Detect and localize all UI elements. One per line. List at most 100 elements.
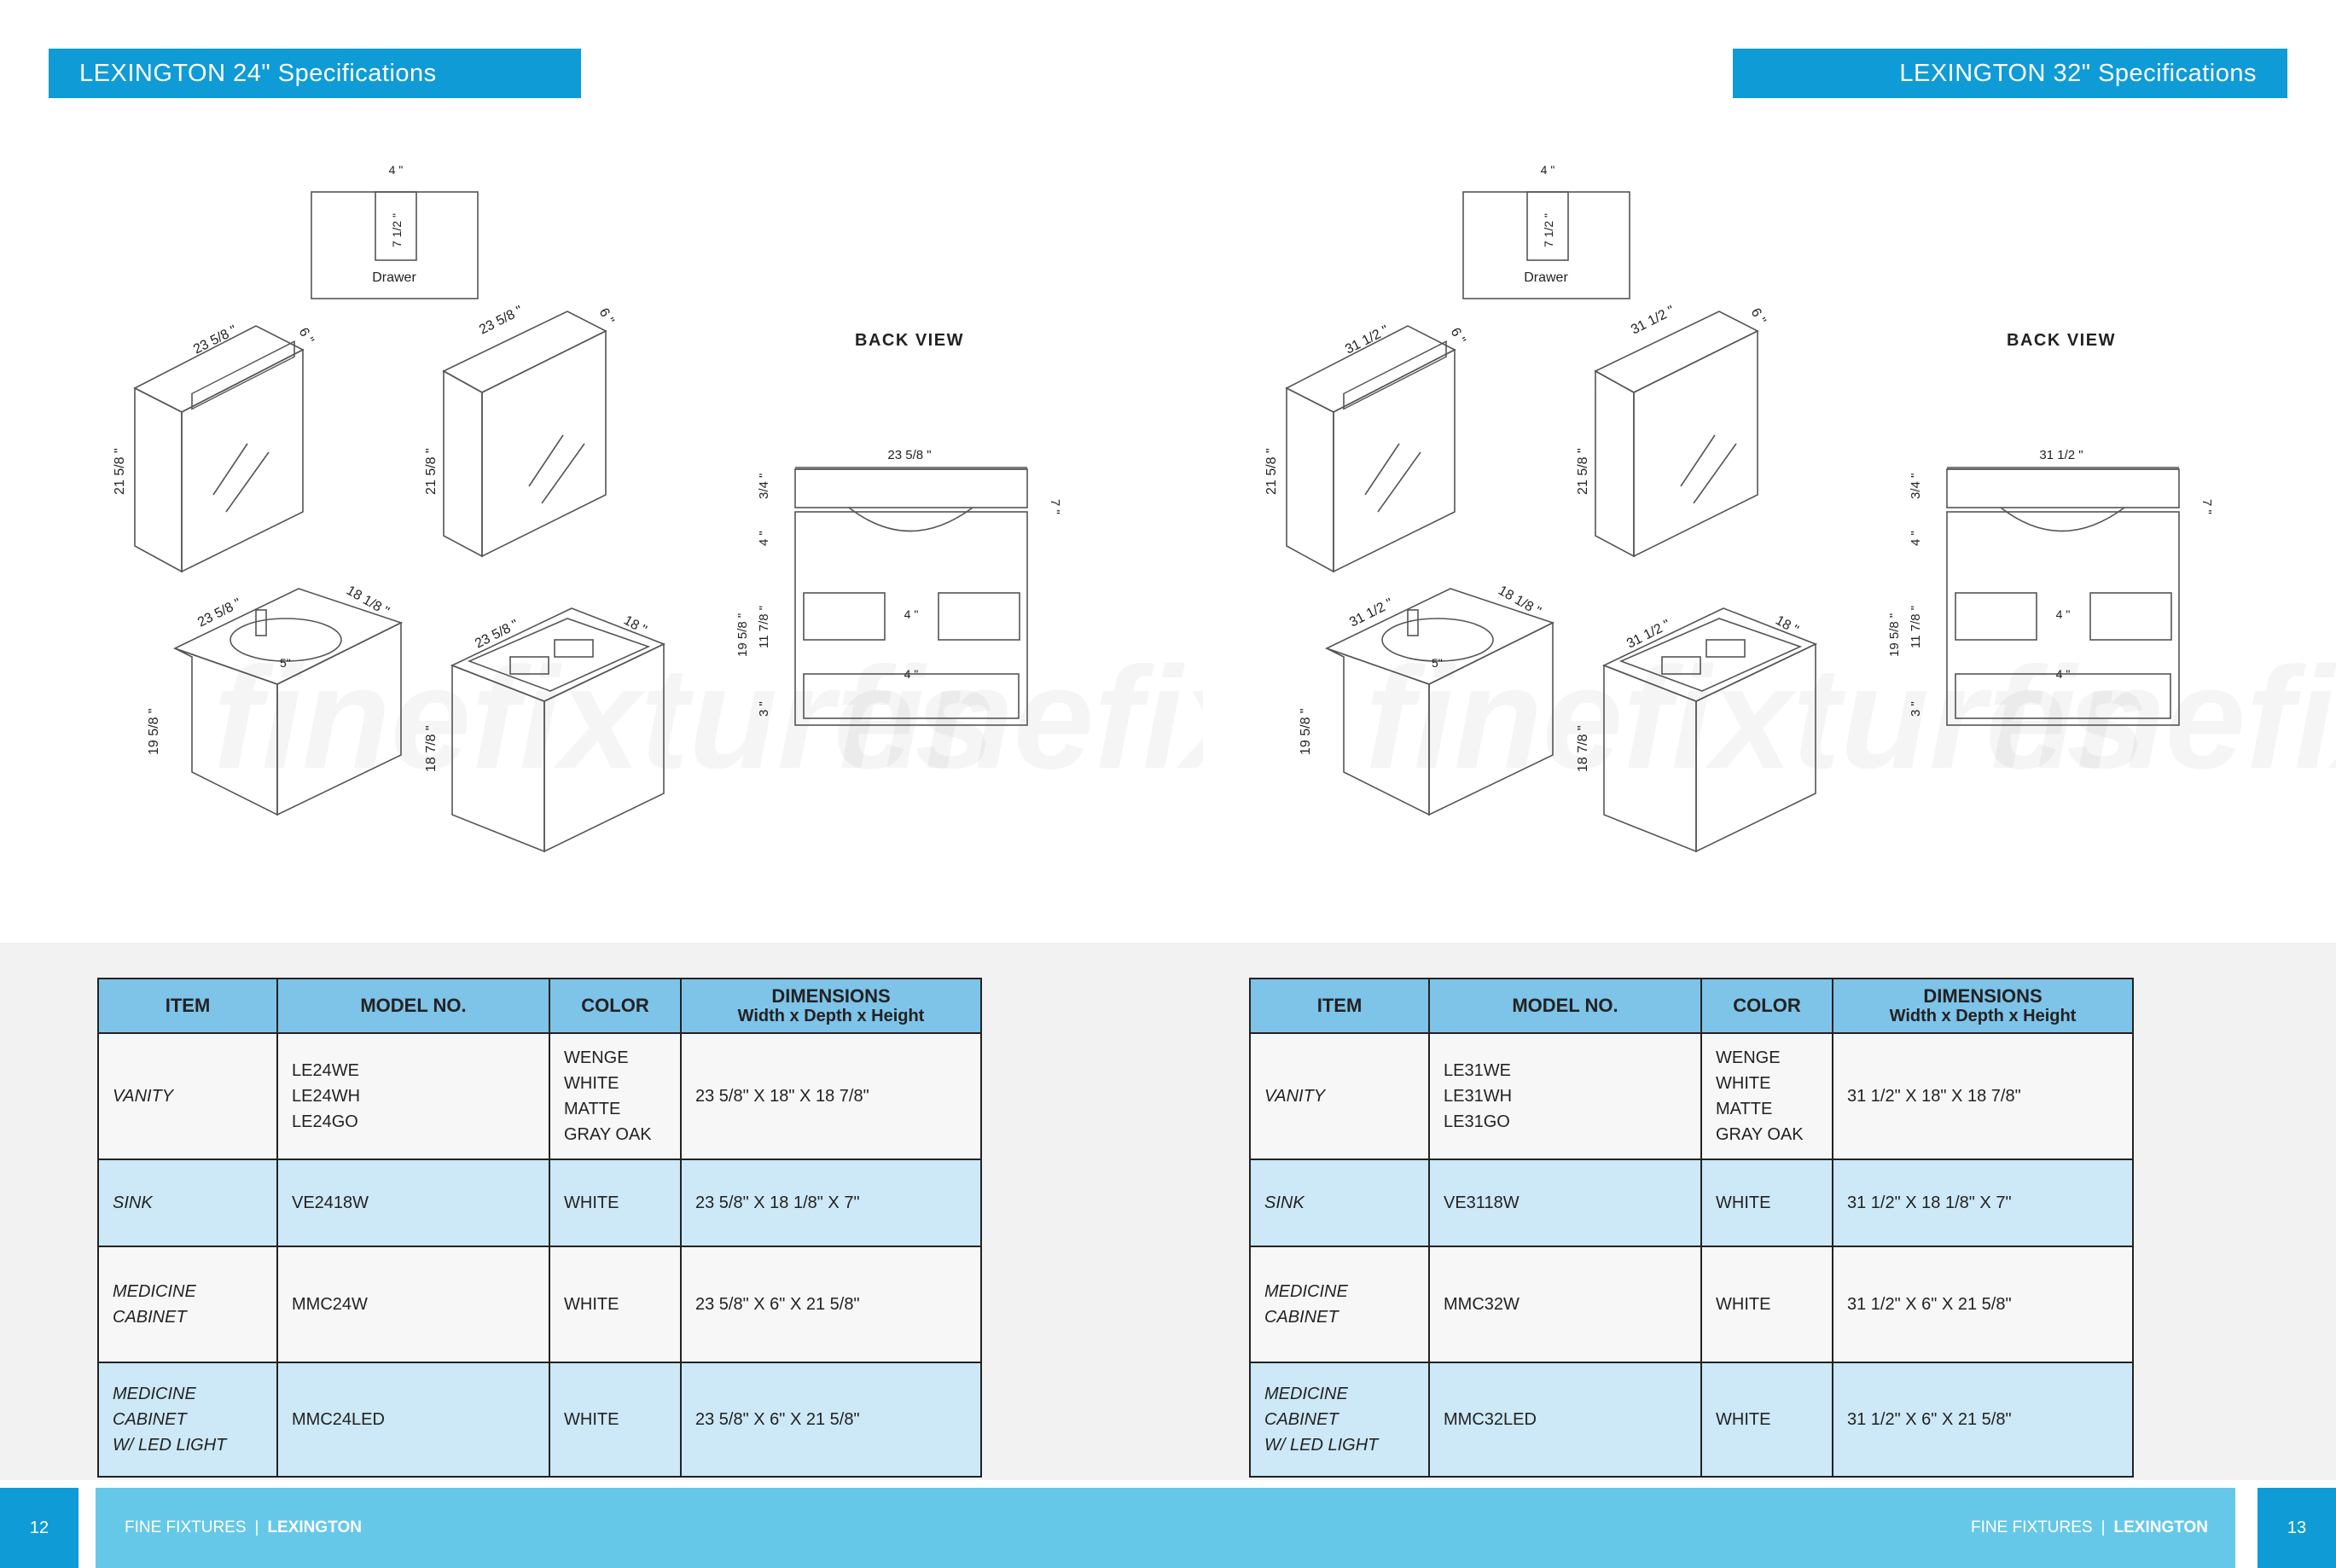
- item-cell: MEDICINE CABINET W/ LED LIGHT: [97, 1362, 278, 1478]
- vanity-open-depth: 18 ": [1773, 613, 1801, 638]
- back-view-label: BACK VIEW: [2007, 331, 2116, 350]
- item-cell: SINK: [1249, 1159, 1430, 1247]
- footer-separator: |: [2101, 1519, 2106, 1536]
- back-inner-2: 4 ": [904, 667, 919, 681]
- back-inner-1: 4 ": [904, 607, 919, 621]
- medicine-cabinet-led-drawing: 23 5/8 " 6 " 21 5/8 ": [113, 323, 317, 573]
- color-cell: WHITE: [1700, 1246, 1833, 1363]
- item-cell-line: SINK: [113, 1193, 153, 1212]
- model-cell-line: LE24WE: [292, 1061, 359, 1080]
- back-inner-1: 4 ": [2056, 607, 2071, 621]
- back-view-drawing: BACK VIEW 23 5/8 " 3/4 " 4 " 11 7/8 " 19…: [735, 331, 1062, 726]
- mc-led-height: 21 5/8 ": [1264, 448, 1279, 495]
- model-cell: MMC32LED: [1428, 1362, 1702, 1478]
- back-bottom: 3 ": [1909, 701, 1923, 717]
- footer-separator: |: [254, 1519, 259, 1536]
- dimensions-cell: 23 5/8" X 6" X 21 5/8": [680, 1362, 982, 1478]
- dimensions-cell: 31 1/2" X 6" X 21 5/8": [1832, 1362, 2134, 1478]
- model-cell-line: LE31WH: [1444, 1087, 1513, 1106]
- vanity-faucet: 5": [280, 656, 291, 670]
- footer-line: LEXINGTON: [2113, 1519, 2209, 1536]
- vanity-sink-height: 19 5/8 ": [1299, 708, 1313, 755]
- mc-led-width: 23 5/8 ": [191, 323, 239, 357]
- header-model: MODEL NO.: [1428, 978, 1702, 1034]
- mc-depth: 6 ": [596, 306, 617, 328]
- vanity-sink-depth: 18 1/8 ": [344, 584, 392, 619]
- footer-brand: FINE FIXTURES: [125, 1519, 247, 1536]
- item-cell-line: SINK: [1264, 1193, 1305, 1212]
- mc-led-depth: 6 ": [1448, 326, 1468, 347]
- item-cell-line: W/ LED LIGHT: [1264, 1436, 1379, 1455]
- page-number-left: 12: [0, 1488, 78, 1568]
- model-cell-line: LE31GO: [1444, 1112, 1510, 1131]
- item-cell-line: W/ LED LIGHT: [113, 1436, 227, 1455]
- item-cell: MEDICINE CABINET W/ LED LIGHT: [1249, 1362, 1430, 1478]
- item-cell-line: MEDICINE CABINET: [1264, 1385, 1348, 1429]
- back-bottom: 3 ": [757, 701, 771, 717]
- vanity-open-depth: 18 ": [621, 613, 649, 638]
- model-cell: VE3118W: [1428, 1159, 1702, 1247]
- back-top: 3/4 ": [1909, 473, 1923, 499]
- vanity-faucet: 5": [1432, 656, 1443, 670]
- model-cell-line: LE24GO: [292, 1112, 358, 1131]
- dimensions-cell: 31 1/2" X 6" X 21 5/8": [1832, 1246, 2134, 1363]
- table-row: MEDICINE CABINET W/ LED LIGHT MMC32LED WHIT…: [1249, 1362, 2134, 1478]
- vanity-open-height: 18 7/8 ": [424, 725, 439, 772]
- color-cell-line: GRAY OAK: [1716, 1125, 1804, 1144]
- footer-left-text: FINE FIXTURES | LEXINGTON: [125, 1488, 362, 1568]
- dimensions-cell: 23 5/8" X 6" X 21 5/8": [680, 1246, 982, 1363]
- color-cell: WHITE: [1700, 1362, 1833, 1478]
- color-cell-line: WHITE: [1716, 1410, 1771, 1429]
- spec-header-24: LEXINGTON 24" Specifications: [49, 49, 581, 98]
- vanity-sink-depth: 18 1/8 ": [1496, 584, 1543, 619]
- drawer-width-label: 4 ": [389, 163, 404, 177]
- mc-led-depth: 6 ": [296, 326, 317, 347]
- item-cell-line: MEDICINE CABINET: [113, 1385, 196, 1429]
- color-cell-line: WHITE: [1716, 1193, 1771, 1212]
- model-cell-line: VE2418W: [292, 1193, 369, 1212]
- drawer-drawing: Drawer 4 " 7 1/2 ": [311, 163, 479, 299]
- color-cell-line: WENGE: [1716, 1048, 1781, 1067]
- color-cell-line: WENGE: [564, 1048, 629, 1067]
- color-cell: WHITE: [549, 1246, 682, 1363]
- color-cell-line: WHITE MATTE: [1716, 1074, 1773, 1118]
- back-4: 4 ": [1909, 531, 1923, 546]
- drawer-label: Drawer: [372, 270, 416, 285]
- dimensions-cell: 31 1/2" X 18 1/8" X 7": [1832, 1159, 2134, 1247]
- model-cell-line: VE3118W: [1444, 1193, 1520, 1212]
- back-right: 7 ": [2199, 499, 2214, 514]
- model-cell: MMC24W: [276, 1246, 550, 1363]
- back-view-drawing: BACK VIEW 31 1/2 " 3/4 " 4 " 11 7/8 " 19…: [1887, 331, 2214, 726]
- back-right: 7 ": [1048, 499, 1062, 514]
- back-inner-2: 4 ": [2056, 667, 2071, 681]
- drawings-24: finefixtures finefixtures Drawer 4 " 7 1…: [94, 136, 1203, 887]
- item-cell-line: CABINET: [113, 1308, 187, 1327]
- vanity-sink-width: 31 1/2 ": [1347, 596, 1395, 630]
- medicine-cabinet-led-drawing: 31 1/2 " 6 " 21 5/8 ": [1264, 323, 1468, 573]
- dimensions-cell: 23 5/8" X 18" X 18 7/8": [680, 1032, 982, 1160]
- color-cell: WHITE: [1700, 1159, 1833, 1247]
- item-cell-line: VANITY: [1264, 1087, 1326, 1106]
- color-cell: WENGE WHITE MATTE GRAY OAK: [1700, 1032, 1833, 1160]
- back-total: 19 5/8 ": [1887, 613, 1902, 657]
- footer-brand: FINE FIXTURES: [1971, 1519, 2093, 1536]
- mc-depth: 6 ": [1748, 306, 1769, 328]
- dimensions-cell: 23 5/8" X 18 1/8" X 7": [680, 1159, 982, 1247]
- back-view-label: BACK VIEW: [855, 331, 964, 350]
- header-item: ITEM: [1249, 978, 1430, 1034]
- medicine-cabinet-drawing: 31 1/2 " 6 " 21 5/8 ": [1576, 304, 1769, 558]
- back-width: 31 1/2 ": [2039, 448, 2083, 462]
- color-cell-line: WHITE: [564, 1295, 619, 1314]
- color-cell-line: WHITE: [1716, 1295, 1771, 1314]
- back-width: 23 5/8 ": [887, 448, 931, 462]
